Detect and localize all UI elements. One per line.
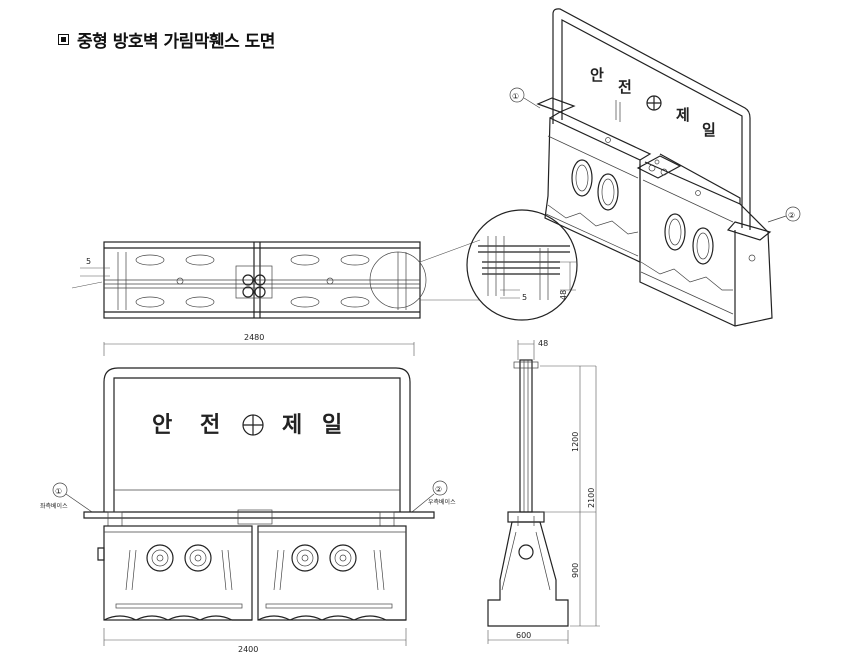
front-sign-char-3: 제 — [282, 413, 302, 438]
isometric-view: 안 전 제 일 ① ② — [509, 8, 801, 327]
right-base-label: 우측베이스 — [428, 498, 456, 506]
side-dim-thickness: 48 — [538, 339, 548, 348]
front-callout-2: ② — [435, 485, 442, 494]
side-dim-base-depth: 600 — [516, 631, 531, 640]
front-sign-char-2: 전 — [200, 413, 220, 438]
iso-sign-char-2: 전 — [618, 78, 632, 96]
iso-sign-char-3: 제 — [676, 106, 690, 124]
side-dim-base-height: 900 — [571, 563, 580, 578]
detail-dim-height: 48 — [559, 290, 568, 300]
left-base-label: 좌측베이스 — [40, 502, 68, 510]
front-sign-char-1: 안 — [152, 413, 172, 438]
iso-callout-2: ② — [788, 211, 795, 220]
front-sign-char-4: 일 — [322, 413, 342, 438]
iso-sign-char-4: 일 — [702, 121, 716, 139]
plan-dim-gap: 5 — [86, 257, 91, 266]
title-bullet-icon — [58, 33, 69, 45]
front-dim-base-width: 2400 — [238, 645, 258, 654]
front-callout-1: ① — [55, 487, 62, 496]
front-view: 2480 안 전 제 일 ① 좌측베이스 ② 우측베이스 — [40, 333, 456, 654]
drawing-title: 중형 방호벽 가림막휀스 도면 — [58, 28, 275, 52]
side-dim-panel-height: 1200 — [571, 432, 580, 452]
front-dim-frame-width: 2480 — [244, 333, 264, 342]
detail-dim-gap: 5 — [522, 293, 527, 302]
plan-view: 5 48 5 — [71, 209, 578, 321]
iso-callout-1: ① — [512, 92, 519, 101]
side-dim-total-height: 2100 — [587, 488, 596, 508]
title-text: 중형 방호벽 가림막휀스 도면 — [77, 31, 275, 52]
side-view: 48 1200 2100 900 600 — [487, 339, 600, 644]
iso-sign-char-1: 안 — [590, 66, 604, 84]
